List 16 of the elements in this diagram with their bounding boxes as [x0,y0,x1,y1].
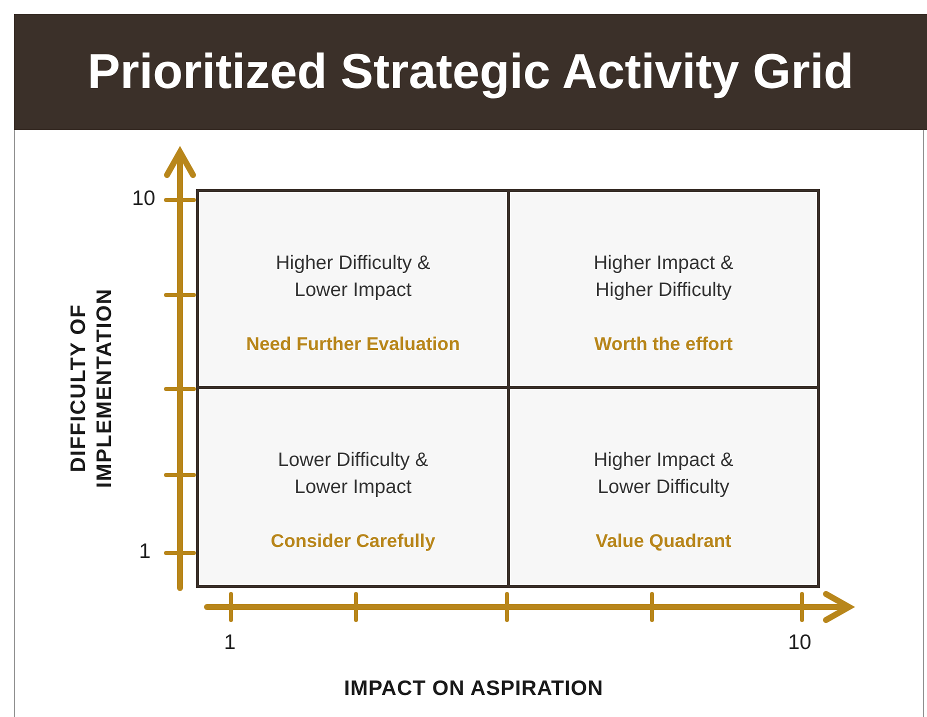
tick-label: 10 [788,631,812,655]
quadrant-description: Higher Impact & Lower Difficulty [592,448,734,500]
quadrant-verdict: Value Quadrant [594,530,732,552]
quadrant-verdict: Consider Carefully [270,530,436,552]
tick-label: 1 [224,631,236,655]
axis-title: IMPACT ON ASPIRATION [344,677,604,701]
quadrant-box [199,192,510,389]
tick-label: 1 [139,540,151,564]
quadrant-description: Higher Difficulty & Lower Impact [274,251,432,303]
title-banner: Prioritized Strategic Activity Grid [14,14,927,130]
quadrant-verdict: Need Further Evaluation [245,333,461,355]
quadrant-verdict: Worth the effort [593,333,734,355]
quadrant-description: Lower Difficulty & Lower Impact [276,448,430,500]
axis-title: DIFFICULTY OF IMPLEMENTATION [66,287,117,490]
tick-label: 10 [132,187,156,211]
quadrant-description: Higher Impact & Higher Difficulty [592,251,734,303]
